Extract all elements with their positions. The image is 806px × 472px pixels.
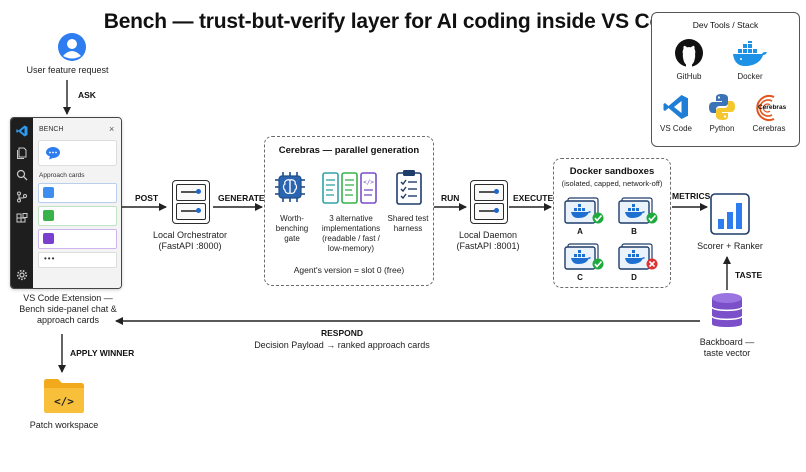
cerebras-title: Cerebras — parallel generation <box>278 145 420 156</box>
vscode-extension-panel: BENCH × Approach cards ••• <box>10 117 122 289</box>
approach-card-3[interactable] <box>38 229 117 249</box>
cerebras-generation-group: Cerebras — parallel generation </> Worth… <box>264 136 434 286</box>
sandbox-label: A <box>577 227 583 236</box>
docker-sandbox-d: D <box>618 243 660 287</box>
label-respond: RESPOND <box>320 328 364 338</box>
more-cards[interactable]: ••• <box>38 252 117 268</box>
test-harness-clipboard-icon <box>396 170 422 205</box>
sandbox-label: D <box>631 273 637 282</box>
agent-version-note: Agent's version = slot 0 (free) <box>293 265 405 275</box>
stack-label-docker: Docker <box>737 72 763 81</box>
python-icon <box>709 94 735 120</box>
approach-card-2[interactable] <box>38 206 117 226</box>
container-pass-icon <box>564 197 604 224</box>
svg-text:</>: </> <box>54 395 74 408</box>
daemon-label: Local Daemon (FastAPI :8001) <box>456 230 520 251</box>
stack-title: Dev Tools / Stack <box>692 20 759 30</box>
label-execute: EXECUTE <box>513 193 554 203</box>
dev-tools-stack-panel: Dev Tools / Stack GitHub Docker VS Code … <box>651 12 800 147</box>
respond-detail: Decision Payload → ranked approach cards <box>254 340 430 350</box>
user-icon <box>58 33 86 61</box>
card-swatch <box>43 233 54 244</box>
user-label: User feature request <box>26 65 109 75</box>
files-icon[interactable] <box>16 147 28 159</box>
label-generate: GENERATE <box>218 193 265 203</box>
daemon-server-icon <box>470 180 508 224</box>
gear-icon[interactable] <box>16 269 28 281</box>
scorer-label: Scorer + Ranker <box>697 241 763 251</box>
close-icon[interactable]: × <box>109 124 115 134</box>
label-metrics: METRICS <box>672 191 711 201</box>
label-apply-winner: APPLY WINNER <box>70 348 135 358</box>
stack-label-github: GitHub <box>676 72 702 81</box>
bench-side-panel: BENCH × Approach cards ••• <box>33 118 121 288</box>
vscode-stack-icon <box>663 95 688 119</box>
backboard-label: Backboard — taste vector <box>699 337 755 358</box>
stack-label-vscode: VS Code <box>659 124 693 133</box>
docker-sandboxes-group: Docker sandboxes (isolated, capped, netw… <box>553 158 671 288</box>
label-ask: ASK <box>78 90 96 100</box>
container-pass-icon <box>618 197 658 224</box>
docker-icon <box>733 41 767 66</box>
panel-title: BENCH <box>39 126 64 133</box>
patch-folder-icon: </> <box>42 376 86 414</box>
vscode-activity-bar <box>11 118 33 288</box>
sandbox-label: C <box>577 273 583 282</box>
vscode-icon[interactable] <box>16 125 28 137</box>
backboard-database-icon <box>710 292 744 332</box>
cerebras-logo-text: Cerebras <box>758 104 787 111</box>
github-icon <box>675 39 703 67</box>
orchestrator-label: Local Orchestrator (FastAPI :8000) <box>152 230 228 251</box>
card-swatch <box>43 210 54 221</box>
cerebras-icon: Cerebras <box>752 93 787 123</box>
source-control-icon[interactable] <box>16 191 28 203</box>
more-dots: ••• <box>44 254 56 263</box>
stack-label-python: Python <box>709 124 735 133</box>
patch-label: Patch workspace <box>29 420 99 430</box>
label-post: POST <box>135 193 159 203</box>
docker-sandbox-b: B <box>618 197 660 241</box>
docker-title: Docker sandboxes <box>569 166 655 177</box>
search-icon[interactable] <box>16 169 28 181</box>
chat-input[interactable] <box>38 140 117 166</box>
diagram-title: Bench — trust-but-verify layer for AI co… <box>103 10 687 33</box>
stack-label-cerebras: Cerebras <box>752 124 786 133</box>
label-run: RUN <box>441 193 460 203</box>
extensions-icon[interactable] <box>16 213 28 225</box>
chat-bubble-icon <box>46 147 60 160</box>
vscode-caption: VS Code Extension — Bench side-panel cha… <box>19 293 117 325</box>
sandbox-label: B <box>631 227 637 236</box>
brain-chip-icon <box>275 172 305 202</box>
docker-subtitle: (isolated, capped, network-off) <box>561 179 663 188</box>
docker-sandbox-c: C <box>564 243 606 287</box>
implementations-icon: </> <box>322 172 377 204</box>
label-taste: TASTE <box>735 270 763 280</box>
approach-cards-label: Approach cards <box>39 172 85 179</box>
svg-text:</>: </> <box>363 179 374 186</box>
card-swatch <box>43 187 54 198</box>
container-pass-icon <box>564 243 604 270</box>
scorer-ranker-icon <box>710 193 750 235</box>
orchestrator-server-icon <box>172 180 210 224</box>
docker-sandbox-a: A <box>564 197 606 241</box>
approach-card-1[interactable] <box>38 183 117 203</box>
container-fail-icon <box>618 243 658 270</box>
